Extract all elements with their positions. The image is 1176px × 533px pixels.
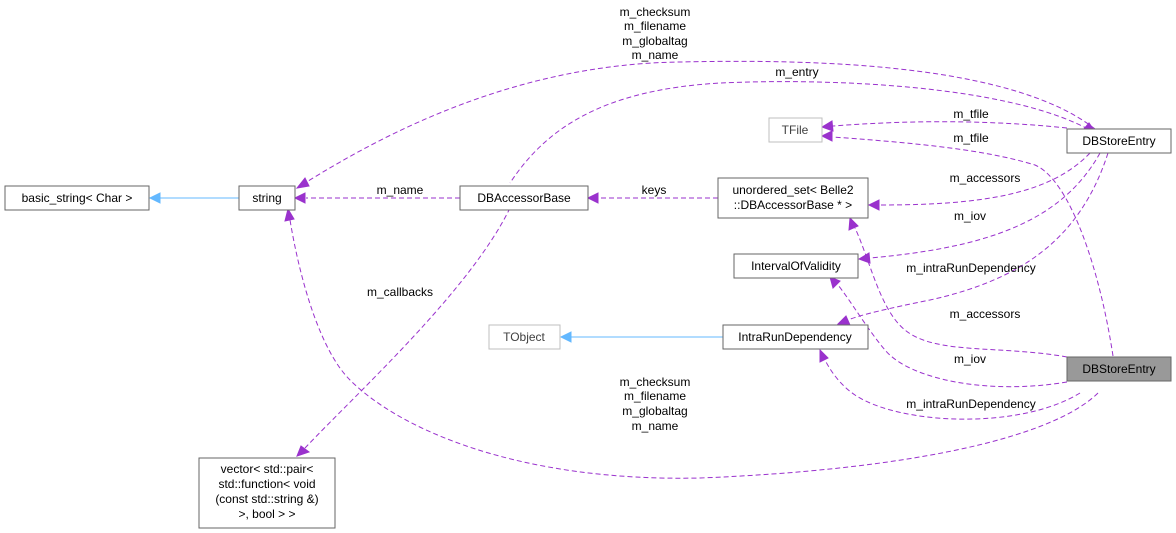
edge-label-focus-filename: m_filename: [624, 389, 686, 403]
edge-label-m-entry: m_entry: [775, 65, 818, 79]
node-vector-label-1: vector< std::pair<: [221, 462, 314, 476]
edge-label-focus-globaltag: m_globaltag: [622, 404, 687, 418]
edge-dbaccessorbase-vector: [296, 207, 511, 457]
node-string-label: string: [252, 191, 281, 205]
node-basic-string-label: basic_string< Char >: [22, 191, 133, 205]
edge-label-m-iov-focus: m_iov: [954, 352, 986, 366]
node-tfile-label: TFile: [782, 123, 809, 137]
node-tobject-label: TObject: [503, 330, 545, 344]
edge-label-top-name: m_name: [632, 48, 679, 62]
edge-label-m-intra-focus: m_intraRunDependency: [906, 397, 1035, 411]
edge-label-focus-checksum: m_checksum: [620, 375, 691, 389]
edge-string-basic-string: [148, 192, 239, 204]
edge-unorderedset-dbaccessorbase: [586, 192, 718, 204]
edge-label-m-tfile-top: m_tfile: [953, 107, 989, 121]
edge-dbstoreentry-top-unorderedset: [867, 152, 1091, 211]
node-intervalofvalidity-label: IntervalOfValidity: [751, 259, 841, 273]
edge-label-m-callbacks: m_callbacks: [367, 285, 433, 299]
node-dbaccessorbase[interactable]: DBAccessorBase: [459, 185, 589, 211]
label-group-top-string: m_checksum m_filename m_globaltag m_name: [620, 5, 691, 62]
edge-dbstoreentry-focus-tfile: [820, 130, 1114, 357]
node-intervalofvalidity[interactable]: IntervalOfValidity: [733, 253, 859, 279]
edge-label-top-filename: m_filename: [624, 19, 686, 33]
edge-label-top-checksum: m_checksum: [620, 5, 691, 19]
edge-label-focus-name: m_name: [632, 419, 679, 433]
node-dbstoreentry-focus[interactable]: DBStoreEntry: [1066, 356, 1172, 382]
edge-label-m-intra-top: m_intraRunDependency: [906, 261, 1035, 275]
edge-dbstoreentry-top-iov: [857, 152, 1101, 264]
edge-label-m-iov-top: m_iov: [954, 209, 986, 223]
node-vector[interactable]: vector< std::pair< std::function< void (…: [198, 457, 336, 529]
node-vector-label-4: >, bool > >: [238, 507, 295, 521]
edge-dbstoreentry-focus-iov: [829, 276, 1068, 388]
node-unordered-set-label-1: unordered_set< Belle2: [732, 183, 853, 197]
node-vector-label-2: std::function< void: [218, 477, 315, 491]
edge-dbstoreentry-focus-string: [284, 207, 1099, 479]
edge-label-top-globaltag: m_globaltag: [622, 34, 687, 48]
node-tobject[interactable]: TObject: [488, 324, 561, 350]
edge-intrarundependency-tobject: [559, 331, 723, 343]
node-dbstoreentry-top-label: DBStoreEntry: [1082, 134, 1155, 148]
label-group-focus-string: m_checksum m_filename m_globaltag m_name: [620, 375, 691, 433]
edge-label-m-name: m_name: [377, 183, 424, 197]
edge-dbstoreentry-top-string: [295, 60, 1096, 189]
edge-dbaccessorbase-string: [293, 192, 460, 204]
node-unordered-set-label-2: ::DBAccessorBase * >: [734, 198, 852, 212]
node-vector-label-3: (const std::string &): [215, 492, 318, 506]
edge-label-m-tfile-focus: m_tfile: [953, 131, 989, 145]
edge-label-m-accessors-focus: m_accessors: [950, 307, 1021, 321]
node-intrarundependency-label: IntraRunDependency: [738, 330, 851, 344]
edge-dbstoreentry-focus-unorderedset: [848, 216, 1068, 358]
node-unordered-set[interactable]: unordered_set< Belle2 ::DBAccessorBase *…: [717, 177, 869, 219]
node-tfile[interactable]: TFile: [768, 117, 823, 143]
node-dbstoreentry-focus-label: DBStoreEntry: [1082, 362, 1155, 376]
node-dbaccessorbase-label: DBAccessorBase: [477, 191, 571, 205]
edge-label-keys: keys: [642, 183, 667, 197]
node-intrarundependency[interactable]: IntraRunDependency: [722, 324, 869, 350]
edge-dbstoreentry-focus-intra: [819, 348, 1081, 420]
node-string[interactable]: string: [238, 185, 296, 211]
node-dbstoreentry-top[interactable]: DBStoreEntry: [1066, 128, 1172, 154]
node-basic-string[interactable]: basic_string< Char >: [4, 185, 150, 211]
edge-label-m-accessors-top: m_accessors: [950, 171, 1021, 185]
edge-dbstoreentry-top-tfile: [820, 120, 1068, 132]
